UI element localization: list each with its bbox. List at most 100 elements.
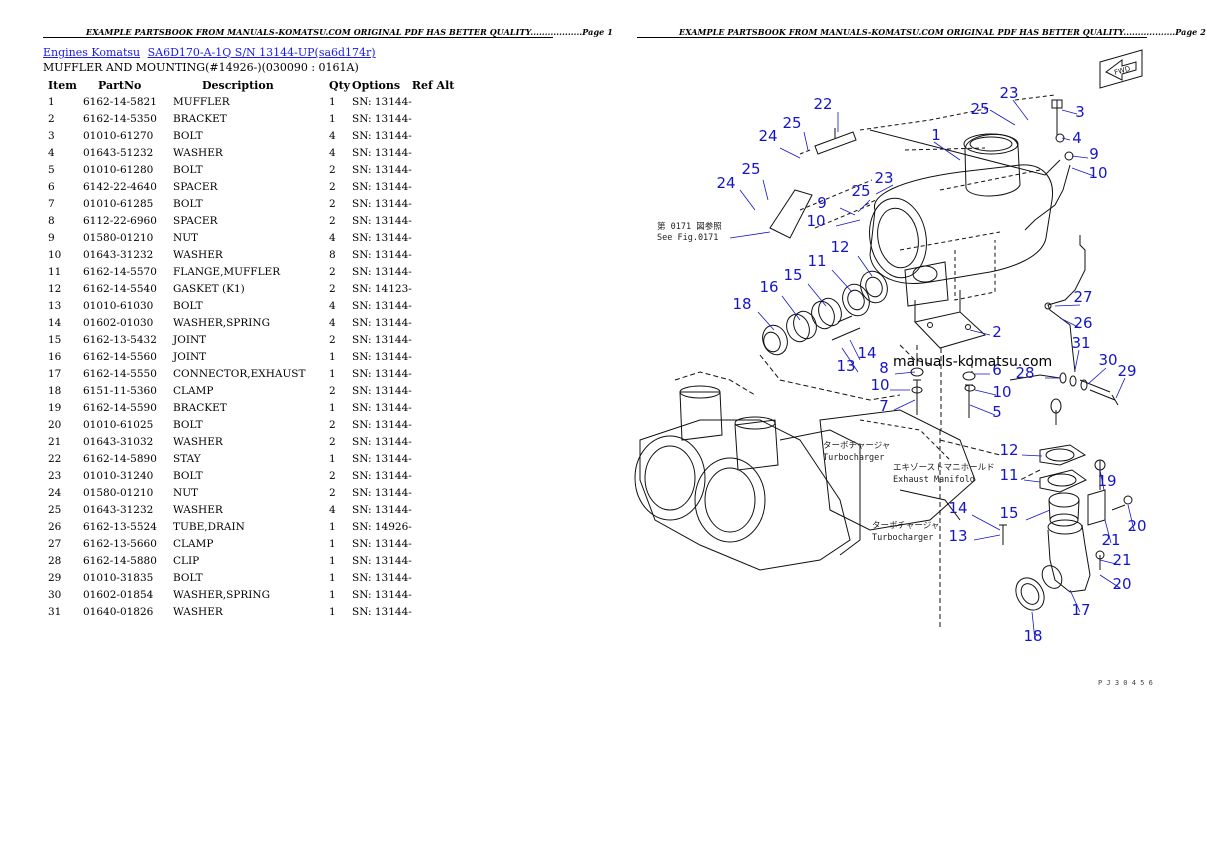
callout-number: 11 bbox=[999, 466, 1018, 484]
callout-number: 4 bbox=[1072, 129, 1082, 147]
cell-qty: 1 bbox=[329, 367, 336, 380]
cell-item: 12 bbox=[48, 282, 62, 295]
cell-qty: 1 bbox=[329, 605, 336, 618]
cell-qty: 1 bbox=[329, 95, 336, 108]
cell-options: SN: 13144- bbox=[352, 588, 412, 601]
cell-description: MUFFLER bbox=[173, 95, 230, 108]
callout-number: 16 bbox=[759, 278, 778, 296]
model-link[interactable]: SA6D170-A-1Q S/N 13144-UP(sa6d174r) bbox=[147, 46, 376, 59]
callout-number: 23 bbox=[874, 169, 893, 187]
engines-komatsu-link[interactable]: Engines Komatsu bbox=[43, 46, 141, 59]
manifold-en-text: Exhaust Manifold bbox=[893, 475, 975, 485]
callout-number: 17 bbox=[1071, 601, 1090, 619]
cell-item: 31 bbox=[48, 605, 62, 618]
cell-item: 19 bbox=[48, 401, 62, 414]
cell-options: SN: 13144- bbox=[352, 231, 412, 244]
cell-partno: 6112-22-6960 bbox=[83, 214, 157, 227]
callout-number: 15 bbox=[783, 266, 802, 284]
callout-number: 26 bbox=[1073, 314, 1092, 332]
callout-number: 10 bbox=[870, 376, 889, 394]
cell-description: BOLT bbox=[173, 163, 203, 176]
cell-description: BRACKET bbox=[173, 401, 227, 414]
callout-number: 5 bbox=[992, 403, 1002, 421]
cell-item: 28 bbox=[48, 554, 62, 567]
callout-number: 13 bbox=[836, 357, 855, 375]
cell-options: SN: 13144- bbox=[352, 469, 412, 482]
page2-header-rule bbox=[637, 37, 1147, 38]
cell-qty: 2 bbox=[329, 418, 336, 431]
cell-partno: 01580-01210 bbox=[83, 486, 154, 499]
callout-number: 1 bbox=[931, 126, 941, 144]
cell-partno: 01010-61280 bbox=[83, 163, 154, 176]
cell-description: CLAMP bbox=[173, 537, 214, 550]
cell-qty: 8 bbox=[329, 248, 336, 261]
callout-number: 20 bbox=[1112, 575, 1131, 593]
callout-number: 20 bbox=[1127, 517, 1146, 535]
manifold-jp-text: エキゾーストマニホールド bbox=[893, 463, 995, 473]
cell-partno: 6162-14-5570 bbox=[83, 265, 157, 278]
cell-options: SN: 14926- bbox=[352, 520, 412, 533]
callout-number: 15 bbox=[999, 504, 1018, 522]
cell-partno: 6162-14-5560 bbox=[83, 350, 157, 363]
callout-number: 24 bbox=[758, 127, 777, 145]
cell-options: SN: 13144- bbox=[352, 486, 412, 499]
cell-options: SN: 13144- bbox=[352, 367, 412, 380]
cell-qty: 2 bbox=[329, 384, 336, 397]
cell-description: BOLT bbox=[173, 197, 203, 210]
callout-number: 18 bbox=[732, 295, 751, 313]
cell-options: SN: 13144- bbox=[352, 146, 412, 159]
cell-qty: 2 bbox=[329, 163, 336, 176]
fwd-arrow-icon bbox=[1099, 49, 1143, 89]
cell-options: SN: 13144- bbox=[352, 95, 412, 108]
cell-item: 7 bbox=[48, 197, 55, 210]
callout-number: 25 bbox=[782, 114, 801, 132]
cell-partno: 6151-11-5360 bbox=[83, 384, 157, 397]
cell-description: BOLT bbox=[173, 129, 203, 142]
cell-partno: 01010-31835 bbox=[83, 571, 154, 584]
cell-qty: 2 bbox=[329, 333, 336, 346]
cell-qty: 4 bbox=[329, 299, 336, 312]
cell-item: 2 bbox=[48, 112, 55, 125]
cell-partno: 01602-01030 bbox=[83, 316, 154, 329]
cell-options: SN: 13144- bbox=[352, 197, 412, 210]
cell-options: SN: 13144- bbox=[352, 605, 412, 618]
cell-options: SN: 13144- bbox=[352, 316, 412, 329]
cell-options: SN: 13144- bbox=[352, 129, 412, 142]
cell-item: 15 bbox=[48, 333, 62, 346]
cell-qty: 4 bbox=[329, 503, 336, 516]
cell-options: SN: 13144- bbox=[352, 503, 412, 516]
cell-partno: 6142-22-4640 bbox=[83, 180, 157, 193]
cell-partno: 01643-31232 bbox=[83, 503, 154, 516]
cell-item: 8 bbox=[48, 214, 55, 227]
callout-number: 10 bbox=[1088, 164, 1107, 182]
cell-item: 13 bbox=[48, 299, 62, 312]
bracket-illustration bbox=[914, 311, 986, 349]
cell-partno: 01010-61270 bbox=[83, 129, 154, 142]
cell-qty: 1 bbox=[329, 537, 336, 550]
cell-description: WASHER bbox=[173, 435, 223, 448]
cell-description: SPACER bbox=[173, 180, 218, 193]
cell-item: 25 bbox=[48, 503, 62, 516]
callout-number: 29 bbox=[1117, 362, 1136, 380]
cell-description: STAY bbox=[173, 452, 201, 465]
cell-item: 20 bbox=[48, 418, 62, 431]
cell-qty: 1 bbox=[329, 571, 336, 584]
